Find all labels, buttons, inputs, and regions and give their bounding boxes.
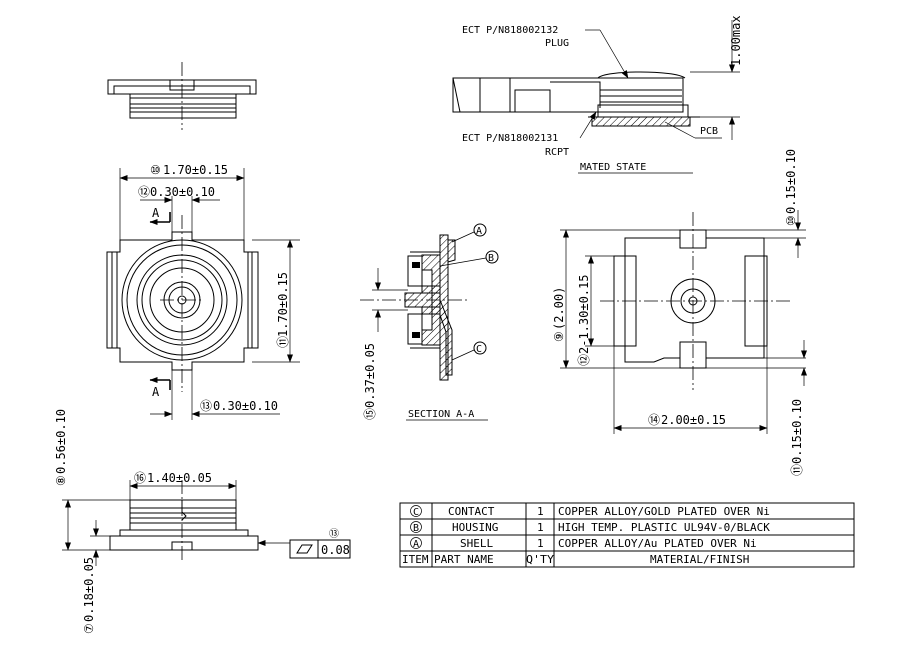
fp-bottom-gap-dim: 0.15±0.10 (790, 399, 804, 464)
callout-b: B (488, 253, 494, 264)
fp-top-gap-dim: 0.15±0.10 (784, 149, 798, 214)
top-width-ref: ⑩ (150, 163, 161, 177)
top-slot-dim: 0.30±0.10 (150, 185, 215, 199)
fp-top-gap-ref: ⑩ (784, 215, 798, 226)
callout-c: C (476, 344, 482, 355)
fp-overall-dim: (2.00) (552, 287, 566, 330)
bom-header-material: MATERIAL/FINISH (650, 553, 749, 566)
bom-row-c-item: C (413, 507, 419, 518)
side-view: ⑯ 1.40±0.05 ⑧ 0.56±0.10 ⑦ 0.18±0.05 0.08… (54, 409, 351, 634)
flatness-ref: ⑬ (329, 528, 339, 540)
bom-row-a-material: COPPER ALLOY/Au PLATED OVER Ni (558, 537, 757, 550)
bottom-slot-dim: 0.30±0.10 (213, 399, 278, 413)
bom-header-item: ITEM (402, 553, 429, 566)
fp-bottom-gap-ref: ⑪ (790, 464, 804, 476)
top-slot-ref: ⑫ (138, 185, 150, 199)
pin-dim: 0.37±0.05 (363, 343, 377, 408)
bom-row-b-item: B (413, 523, 419, 534)
rcpt-label-line1: ECT P/N818002131 (462, 133, 558, 144)
pcb-label: PCB (700, 126, 718, 137)
bottom-slot-ref: ⑬ (200, 399, 212, 413)
bom-row-c-qty: 1 (537, 505, 544, 518)
mated-state-view: 1.00max ECT P/N818002132 PLUG ECT P/N818… (452, 15, 743, 174)
flatness-value: 0.08 (321, 543, 350, 557)
front-profile-view (107, 62, 257, 130)
bom-row-b-material: HIGH TEMP. PLASTIC UL94V-0/BLACK (558, 521, 770, 534)
bom-row-c-material: COPPER ALLOY/GOLD PLATED OVER Ni (558, 505, 770, 518)
bom-table: C CONTACT 1 COPPER ALLOY/GOLD PLATED OVE… (399, 502, 855, 568)
top-view: ⑩ 1.70±0.15 ⑫ 0.30±0.10 A A ⑪ 1.70±0.15 … (106, 163, 300, 420)
bom-header-qty: Q'TY (526, 553, 554, 566)
fp-pad-dim: 2-1.30±0.15 (577, 275, 591, 354)
bom-row-c-name: CONTACT (448, 505, 495, 518)
side-height-ref: ⑧ (54, 475, 68, 486)
section-mark-top: A (152, 206, 160, 220)
fp-width-ref: ⑭ (648, 413, 660, 427)
bom-row-b-name: HOUSING (452, 521, 498, 534)
side-base-ref: ⑦ (82, 623, 96, 634)
side-height-dim: 0.56±0.10 (54, 409, 68, 474)
bom-row-a-qty: 1 (537, 537, 544, 550)
pin-dim-ref: ⑮ (363, 408, 377, 420)
fp-pad-ref: ⑫ (577, 354, 591, 366)
callout-a: A (476, 226, 482, 237)
rcpt-label-line2: RCPT (545, 147, 569, 158)
fp-width-dim: 2.00±0.15 (661, 413, 726, 427)
bom-header-name: PART NAME (434, 553, 494, 566)
section-view: A B C ⑮ 0.37±0.05 SECTION A-A (360, 223, 499, 421)
bom-row-a-item: A (413, 539, 419, 550)
footprint-view: ⑨ (2.00) ⑫ 2-1.30±0.15 ⑭ 2.00±0.15 ⑩ 0.1… (552, 149, 807, 476)
top-height-ref: ⑪ (276, 336, 290, 348)
side-dia-ref: ⑯ (134, 471, 146, 485)
plug-label-line2: PLUG (545, 38, 569, 49)
height-max-label: 1.00max (729, 15, 743, 66)
bom-row-a-name: SHELL (460, 537, 493, 550)
side-base-dim: 0.18±0.05 (82, 557, 96, 622)
section-mark-bottom: A (152, 385, 160, 399)
mated-state-title: MATED STATE (580, 162, 646, 173)
top-height-dim: 1.70±0.15 (276, 272, 290, 337)
side-dia-dim: 1.40±0.05 (147, 471, 212, 485)
top-width-dim: 1.70±0.15 (163, 163, 228, 177)
plug-label-line1: ECT P/N818002132 (462, 25, 558, 36)
fp-overall-ref: ⑨ (552, 331, 566, 342)
section-title: SECTION A-A (408, 409, 474, 420)
bom-row-b-qty: 1 (537, 521, 544, 534)
